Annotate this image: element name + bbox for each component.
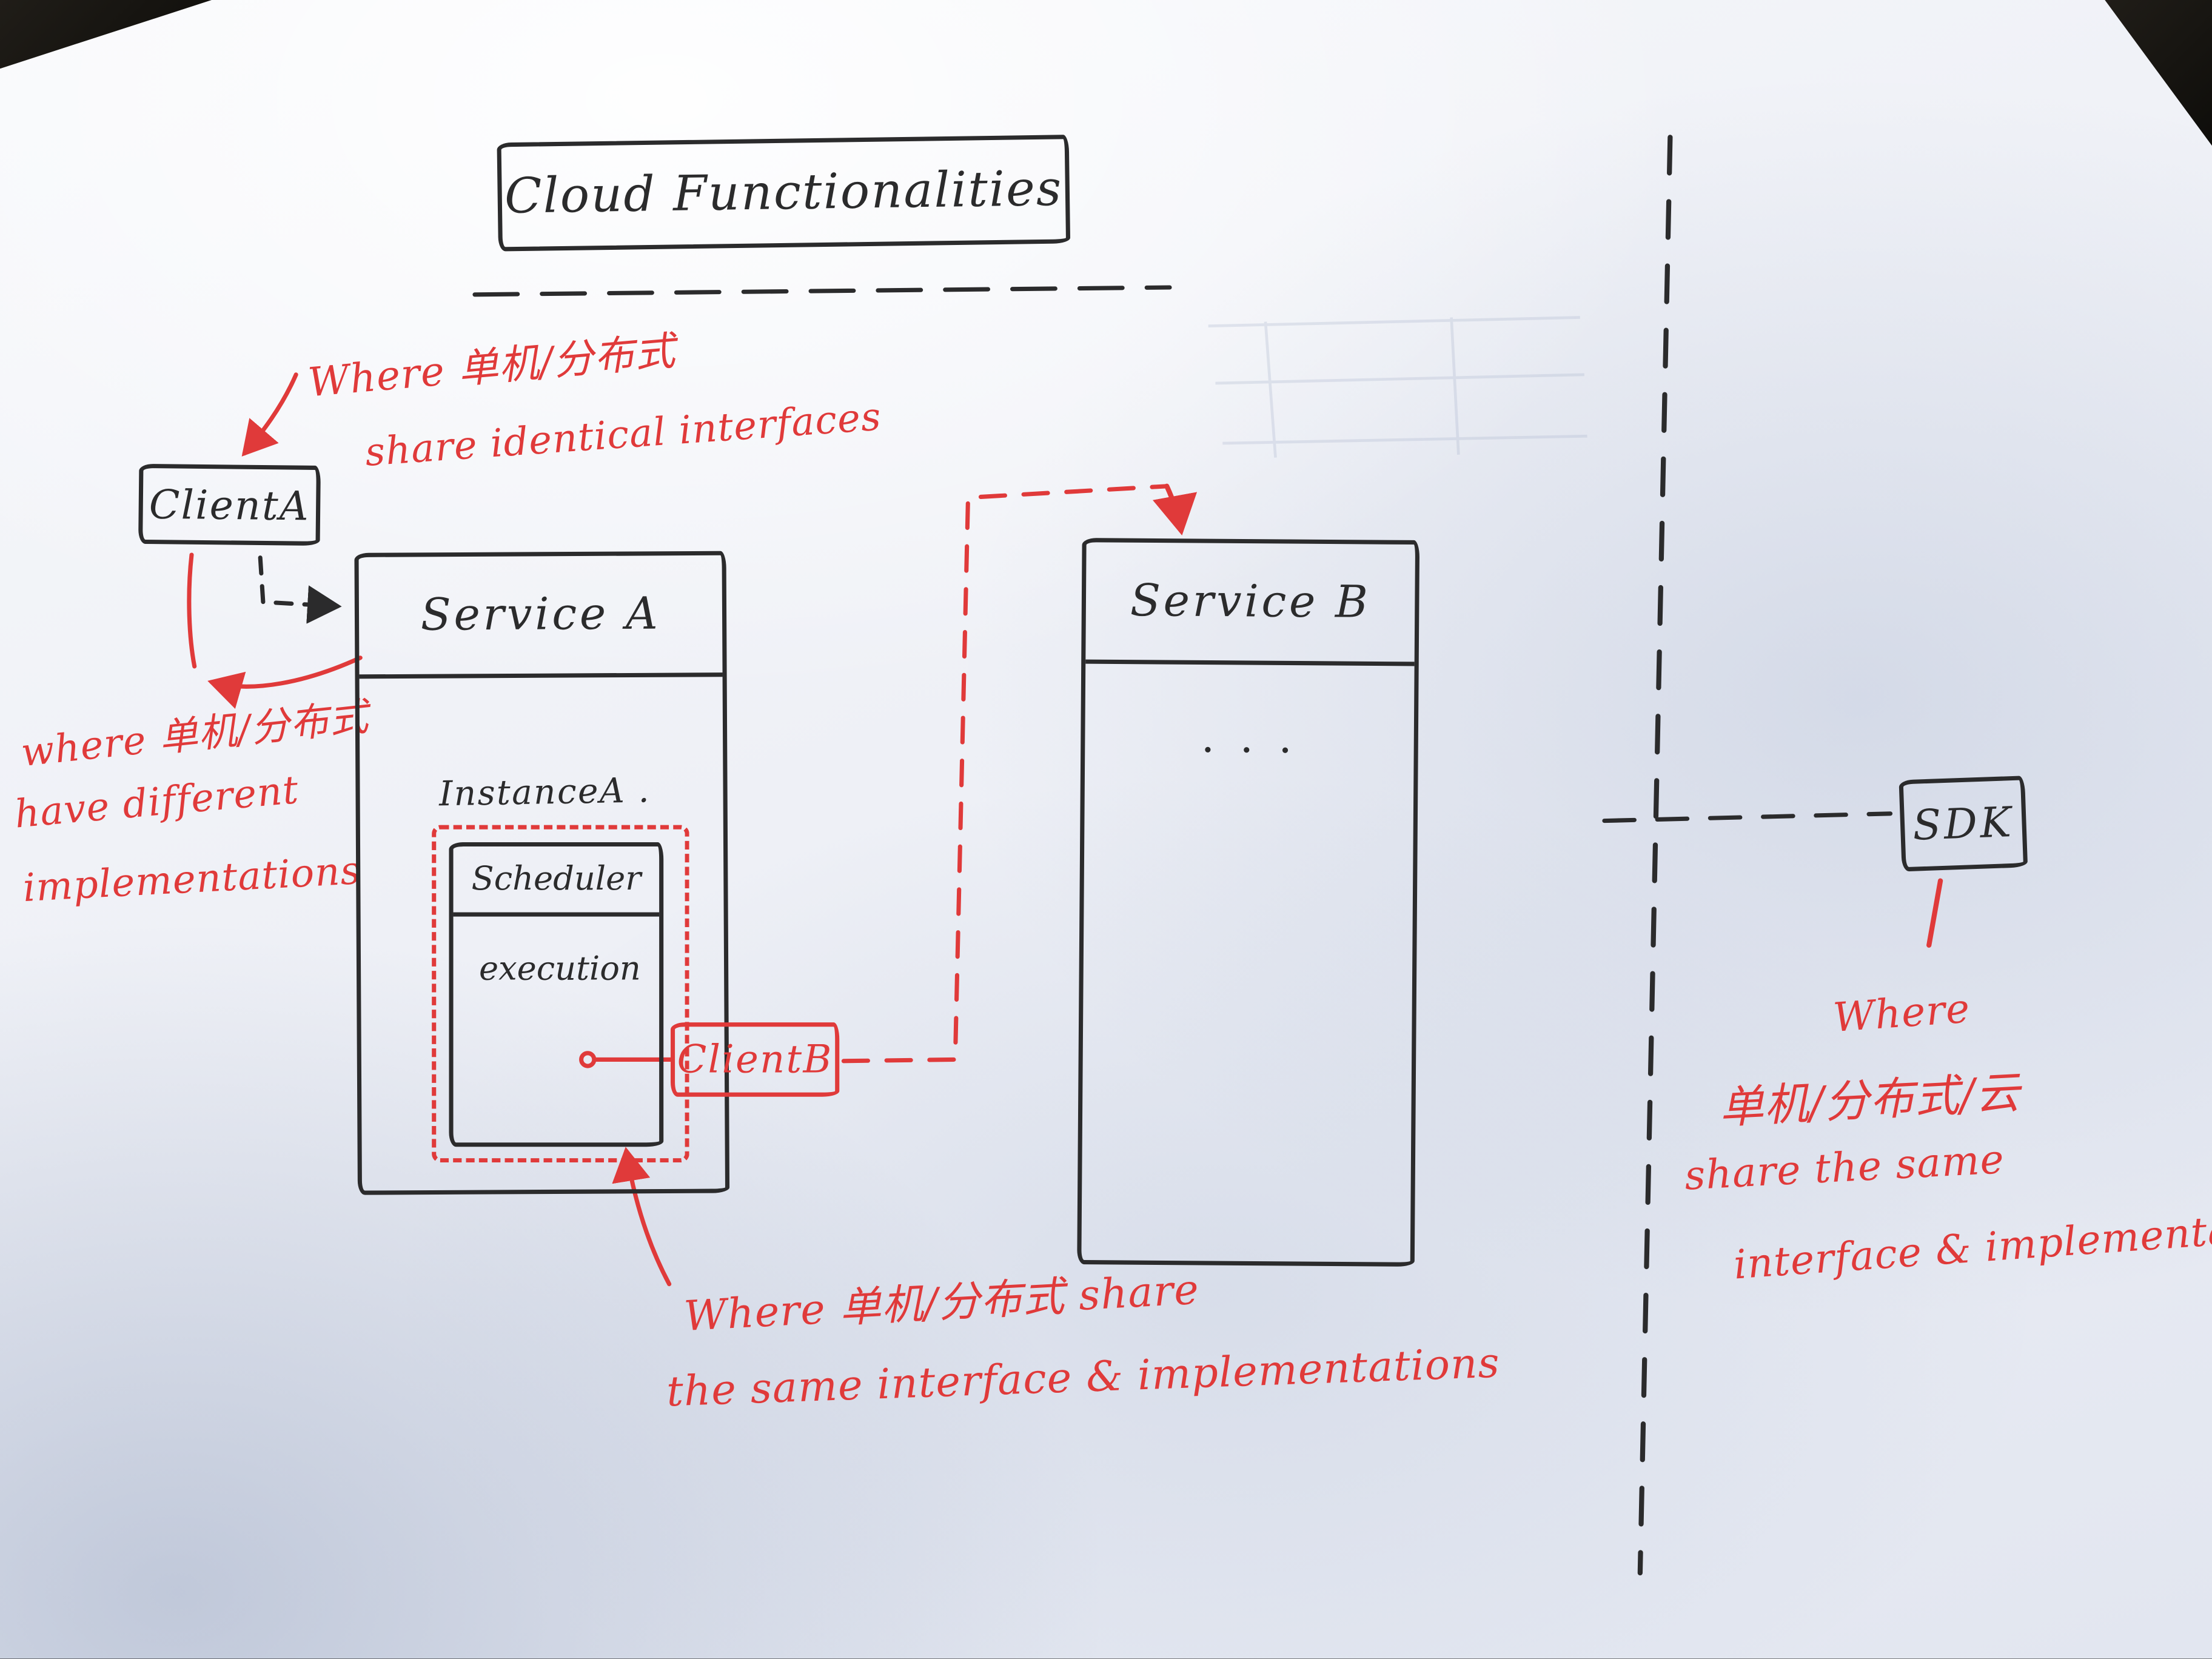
service-b-title: Service B [1085,542,1416,666]
scheduler-box: Scheduler execution [449,842,664,1147]
client-a-label: ClientA [149,480,310,529]
serviceb-red-arrow [1152,483,1198,536]
servicea-red-hook-arrow [207,655,363,709]
top-annotation-arrow [241,372,298,457]
client-b-label: ClientB [677,1037,833,1082]
title-box: Cloud Functionalities [497,135,1071,252]
clienta-to-servicea-arrow [258,555,342,624]
sdk-dashed-line [1602,811,1893,823]
faint-pencil-grid [1208,316,1587,458]
service-b-ellipsis: . . . [1201,713,1298,764]
clienta-down-red-line [187,552,197,669]
service-b-box: Service B . . . [1077,538,1420,1267]
scheduler-label: Scheduler [453,846,660,917]
client-a-box: ClientA [138,463,321,546]
client-b-box: ClientB [670,1022,840,1097]
title-underline-dashed [472,285,1172,297]
sdk-box: SDK [1899,776,2028,872]
service-a-title: Service A [358,555,723,679]
instance-a-dashed-outline [432,825,689,1163]
bottom-annotation-arrow [612,1147,672,1287]
sdk-red-tick [1926,878,1943,948]
execution-label: execution [478,951,641,988]
instance-a-label: InstanceA . [438,770,651,814]
annotation-right-line1: Where [1831,985,1972,1042]
sdk-label: SDK [1911,797,2015,850]
clientb-to-serviceb-dashed [841,484,1169,1064]
diagram-title: Cloud Functionalities [504,160,1064,226]
divider-dashed-line [1637,135,1673,1576]
